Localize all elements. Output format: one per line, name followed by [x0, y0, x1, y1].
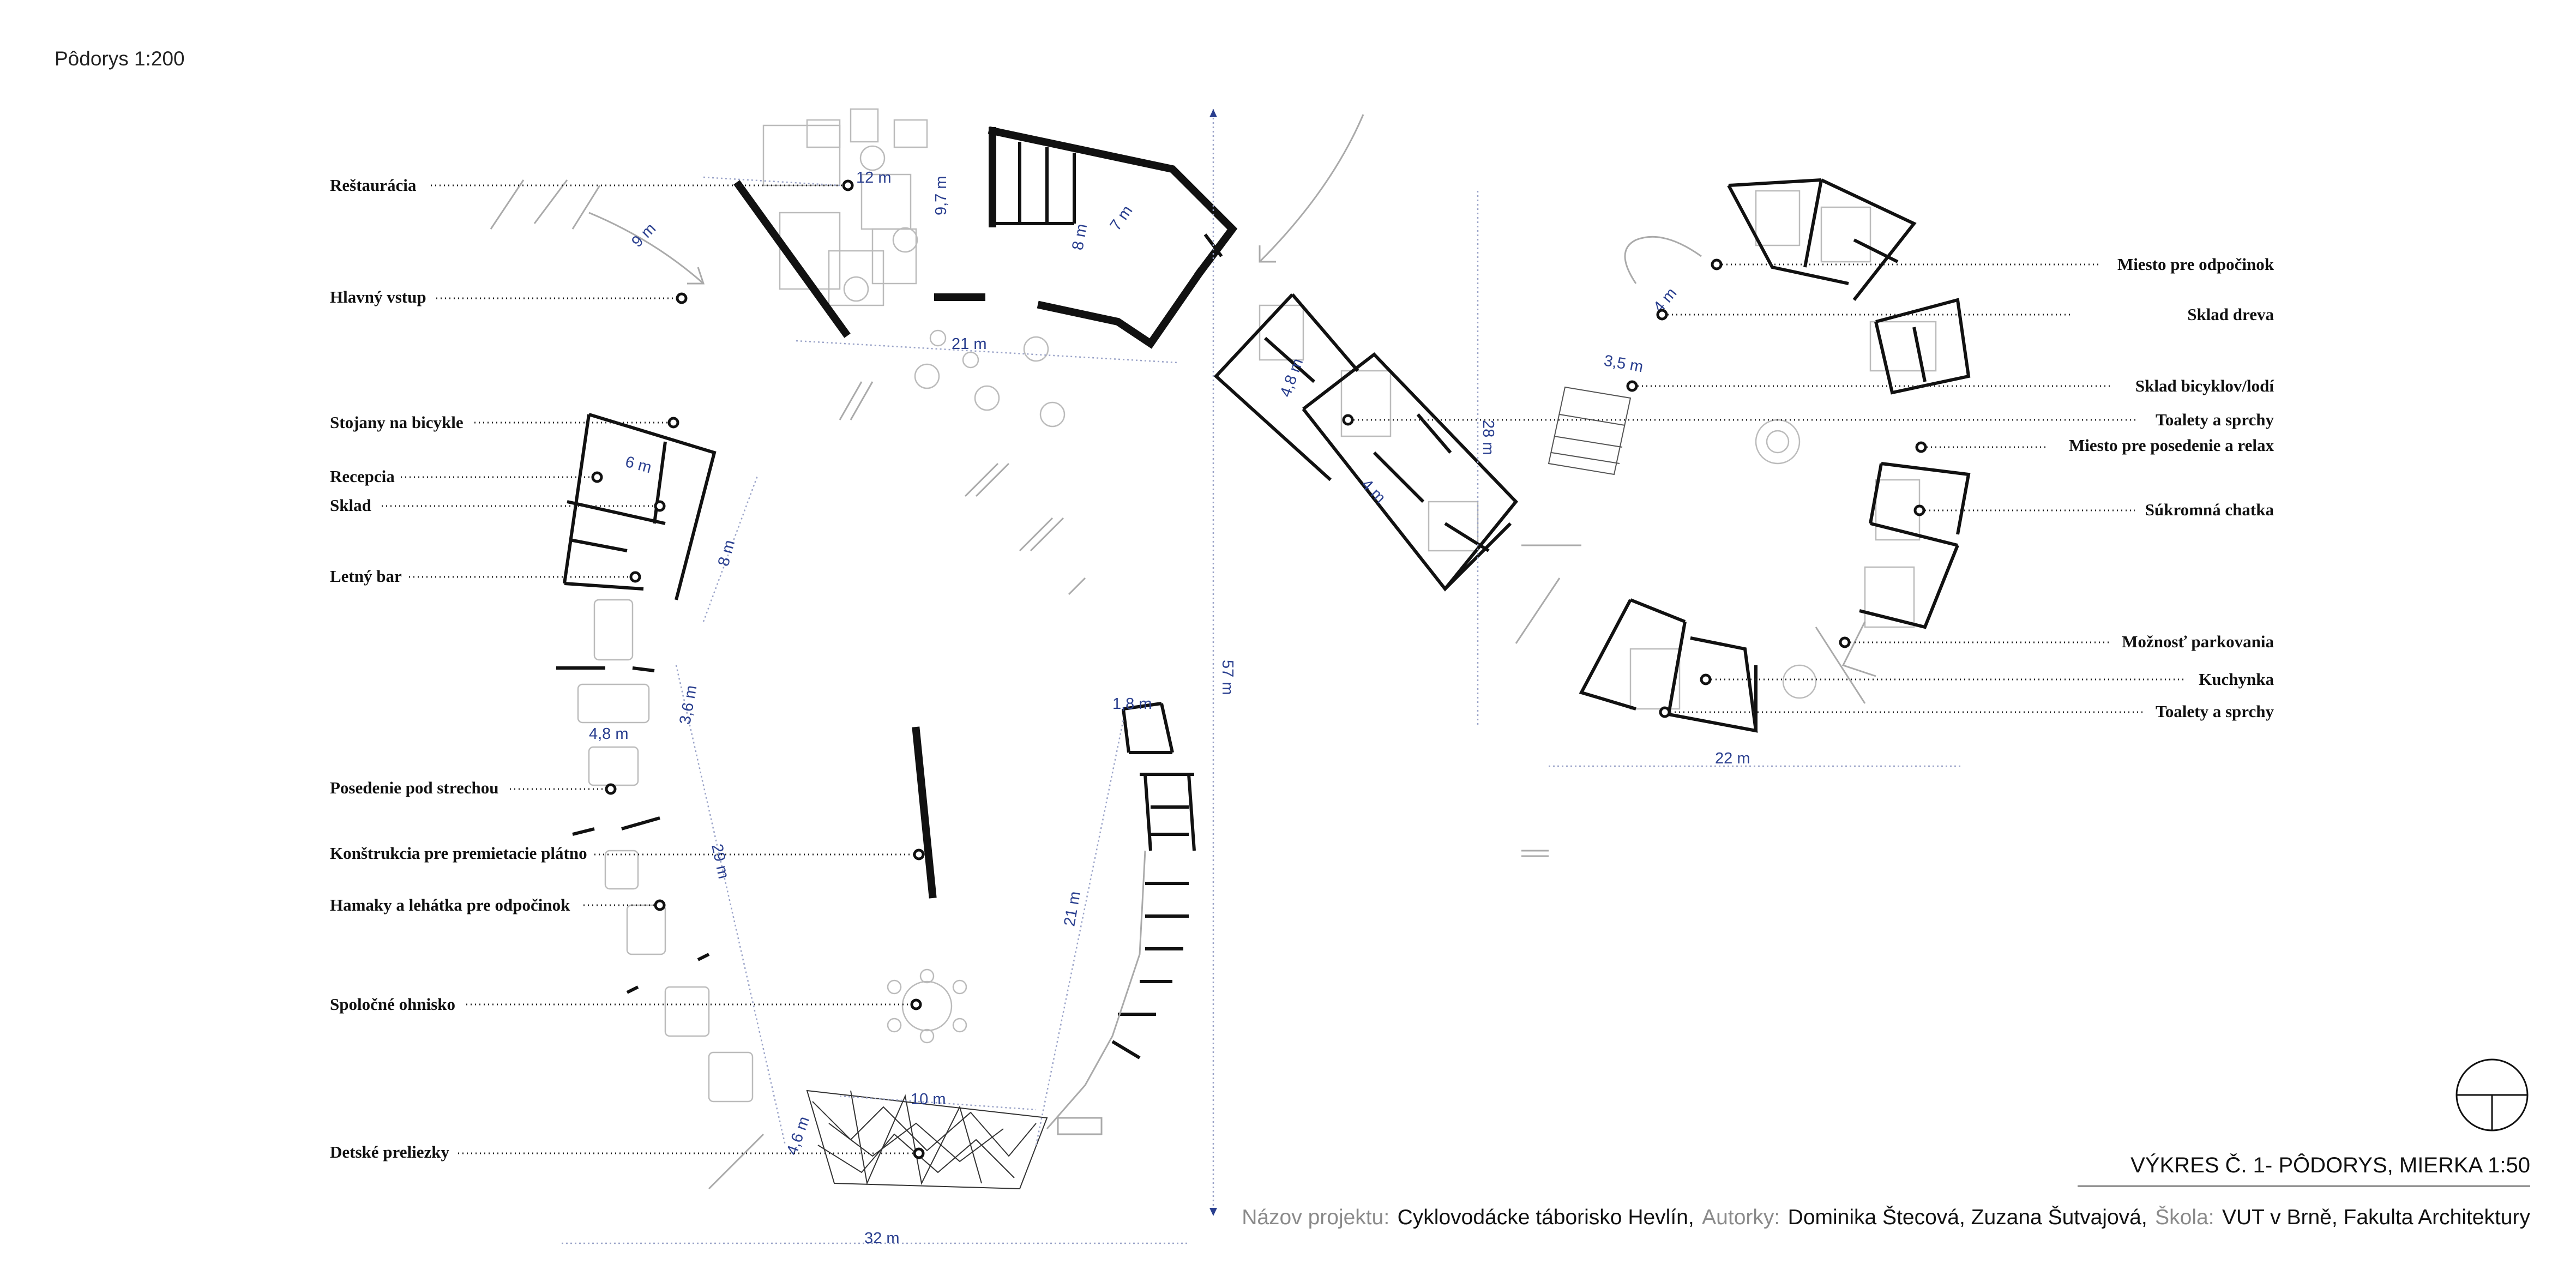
label-projection-screen: Konštrukcia pre premietacie plátno	[330, 844, 587, 863]
dim-21m-arc: 21 m	[1061, 890, 1084, 928]
dim-1-8m: 1,8 m	[1112, 695, 1152, 713]
drawing-scale-label: Pôdorys 1:200	[55, 47, 185, 70]
project-info-line: Názov projektu: Cyklovodácke táborisko H…	[1242, 1205, 2530, 1229]
label-bike-stands: Stojany na bicykle	[330, 413, 464, 432]
dim-4-8m: 4,8 m	[589, 725, 629, 743]
label-fire-pit: Spoločné ohnisko	[330, 995, 455, 1014]
dim-10m: 10 m	[911, 1091, 946, 1108]
label-hammocks: Hamaky a lehátka pre odpočinok	[330, 895, 570, 914]
label-seating-relax: Miesto pre posedenie a relax	[2069, 436, 2274, 455]
label-main-entrance: Hlavný vstup	[330, 287, 426, 306]
dim-7m: 7 m	[1107, 202, 1136, 234]
label-climbing-net: Detské preliezky	[330, 1142, 449, 1161]
dim-8m-bar: 8 m	[715, 538, 738, 568]
project-key: Názov projektu:	[1242, 1206, 1389, 1229]
label-parking: Možnosť parkovania	[2122, 632, 2274, 651]
dim-3-6m: 3,6 m	[676, 684, 700, 726]
label-restaurant: Reštaurácia	[330, 176, 417, 195]
right-camp-walls	[1213, 178, 1971, 733]
dim-6m: 6 m	[623, 453, 653, 477]
dim-4-8m-toilets: 4,8 m	[1277, 356, 1307, 399]
dim-22m: 22 m	[1715, 750, 1750, 767]
label-toilets-showers-1: Toalety a sprchy	[2156, 410, 2274, 429]
label-bike-boat-storage: Sklad bicyklov/lodí	[2135, 376, 2274, 395]
school-key: Škola:	[2155, 1205, 2214, 1229]
right-labels: Miesto pre odpočinok Sklad dreva Sklad b…	[1342, 255, 2274, 721]
sheet-title: VÝKRES Č. 1- PÔDORYS, MIERKA 1:50	[2130, 1153, 2530, 1177]
north-arrow-icon	[2455, 1058, 2529, 1131]
dim-9-7m: 9,7 m	[932, 176, 950, 215]
dimension-labels: 12 m 9,7 m 7 m 8 m 9 m 21 m 6 m 8 m 3,6 …	[589, 169, 1750, 1247]
dim-57m: 57 m	[1219, 660, 1236, 695]
climbing-net	[806, 1090, 1048, 1190]
dim-28m: 28 m	[1479, 420, 1497, 455]
title-block: VÝKRES Č. 1- PÔDORYS, MIERKA 1:50 Názov …	[1242, 1153, 2530, 1229]
dim-4m-toilets: 4 m	[1358, 476, 1389, 507]
dim-12m: 12 m	[856, 169, 891, 186]
dimension-lines	[562, 109, 1963, 1244]
dim-8m-restaurant: 8 m	[1069, 222, 1091, 251]
label-wood-storage: Sklad dreva	[2187, 305, 2274, 324]
project-value: Cyklovodácke táborisko Hevlín,	[1398, 1206, 1694, 1229]
authors-value: Dominika Štecová, Zuzana Šutvajová,	[1788, 1205, 2147, 1229]
dim-32m: 32 m	[864, 1230, 899, 1247]
dim-29m: 29 m	[708, 842, 732, 881]
label-summer-bar: Letný bar	[330, 567, 402, 586]
label-reception: Recepcia	[330, 467, 395, 486]
dim-3-5m: 3,5 m	[1603, 352, 1645, 376]
left-camp-furniture	[490, 108, 1364, 1190]
label-kitchenette: Kuchynka	[2199, 670, 2274, 689]
authors-key: Autorky:	[1702, 1206, 1780, 1229]
label-storage: Sklad	[330, 496, 371, 515]
left-labels: Reštaurácia Hlavný vstup Stojany na bicy…	[330, 176, 925, 1161]
left-camp-walls	[556, 126, 1238, 994]
right-camp-furniture	[1259, 190, 1937, 857]
label-private-cabin: Súkromná chatka	[2145, 500, 2274, 519]
label-rest-area: Miesto pre odpočinok	[2117, 255, 2274, 274]
dim-4-6m: 4,6 m	[784, 1114, 814, 1157]
school-value: VUT v Brně, Fakulta Architektury	[2222, 1206, 2530, 1229]
dim-21m-terrace: 21 m	[952, 335, 986, 353]
label-covered-seating: Posedenie pod strechou	[330, 778, 498, 797]
label-toilets-showers-2: Toalety a sprchy	[2156, 702, 2274, 721]
